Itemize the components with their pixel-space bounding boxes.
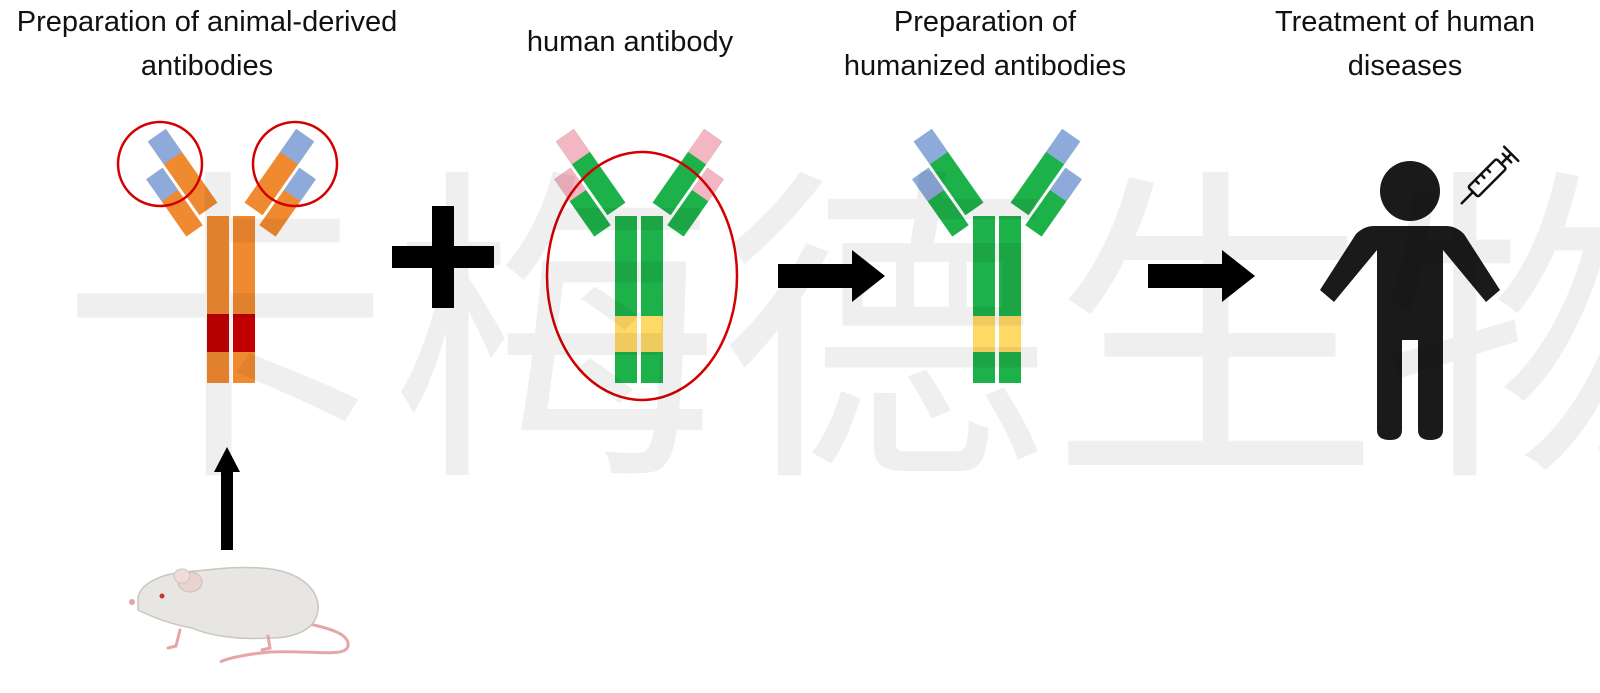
humanized-antibody	[912, 128, 1082, 383]
arrow-right-icon	[778, 250, 885, 302]
arrow-up-icon	[214, 447, 240, 550]
hinge-left	[973, 316, 995, 352]
label-line: diseases	[1347, 50, 1463, 82]
heavy-chain-left	[973, 216, 995, 383]
hinge-left	[207, 314, 229, 352]
arrow-right-icon	[1148, 250, 1255, 302]
constant-region-highlight-ellipse	[545, 150, 739, 402]
right-arm	[652, 128, 724, 237]
cdr-highlight-circle-left	[116, 120, 204, 208]
label-human-antibody: human antibody	[490, 20, 770, 64]
cdr-highlight-circle-right	[251, 120, 339, 208]
mouse-nose	[129, 599, 135, 605]
human-antibody	[545, 128, 739, 402]
syringe-icon	[1460, 145, 1520, 205]
mouse-paw	[166, 628, 182, 650]
heavy-chain-left	[615, 216, 637, 383]
label-humanized-antibodies: Preparation of humanized antibodies	[820, 0, 1150, 88]
hinge-left	[615, 316, 637, 352]
label-line: humanized antibodies	[843, 50, 1127, 82]
label-line: antibodies	[140, 50, 274, 82]
mouse-body	[137, 566, 319, 640]
right-arm	[244, 128, 316, 237]
label-animal-derived-antibodies: Preparation of animal-derived antibodies	[0, 0, 414, 88]
left-arm	[912, 128, 984, 237]
mouse-eye	[159, 593, 165, 599]
mouse-tail	[219, 620, 350, 664]
plus-icon	[392, 206, 494, 308]
label-line: Preparation of	[893, 6, 1077, 38]
heavy-chain-right	[233, 216, 255, 383]
right-arm	[1010, 128, 1082, 237]
left-arm	[146, 128, 218, 237]
hinge-right	[641, 316, 663, 352]
label-line: Preparation of animal-derived	[16, 6, 398, 38]
hinge-right	[999, 316, 1021, 352]
label-treatment-human-diseases: Treatment of human diseases	[1240, 0, 1570, 88]
mouse-ear	[173, 568, 191, 584]
heavy-chain-right	[999, 216, 1021, 383]
heavy-chain-left	[207, 216, 229, 383]
label-line: human antibody	[526, 26, 734, 58]
heavy-chain-right	[641, 216, 663, 383]
mouse-antibody	[116, 120, 339, 383]
person-icon	[1320, 161, 1500, 440]
label-line: Treatment of human	[1274, 6, 1536, 38]
mouse-paw	[260, 634, 272, 652]
mouse-icon	[129, 566, 350, 664]
hinge-right	[233, 314, 255, 352]
